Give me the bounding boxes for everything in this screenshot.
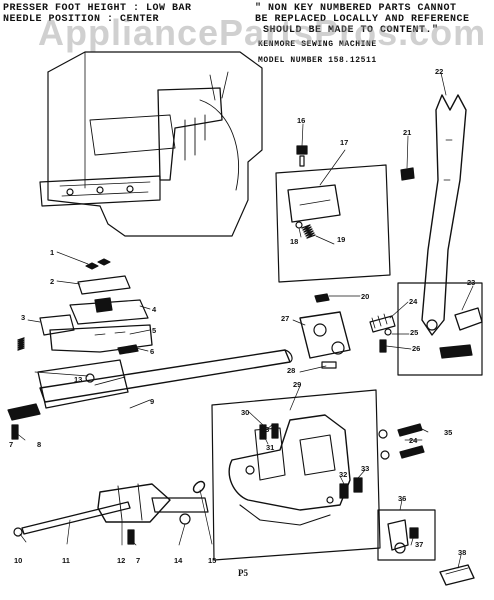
- callout-4: 4: [152, 305, 157, 314]
- callout-12: 12: [117, 556, 126, 565]
- callout-38: 38: [458, 548, 467, 557]
- callout-6: 6: [150, 347, 155, 356]
- callout-10: 10: [14, 556, 23, 565]
- callout-3: 3: [21, 313, 26, 322]
- callout-37: 37: [415, 540, 424, 549]
- callout-11: 11: [62, 556, 70, 565]
- presser-foot-assembly: [8, 259, 292, 439]
- callout-23: 23: [467, 278, 476, 287]
- machine-outline: [40, 52, 262, 236]
- needle-bar-assembly-box: [212, 390, 424, 560]
- notice-line-1: " NON KEY NUMBERED PARTS CANNOT: [255, 3, 457, 14]
- callout-21: 21: [403, 128, 412, 137]
- callout-16: 16: [297, 116, 306, 125]
- callout-35: 35: [444, 428, 453, 437]
- callout-36: 36: [398, 494, 407, 503]
- callout-17: 17: [340, 138, 349, 147]
- callout-31: 31: [266, 443, 275, 452]
- callout-18: 18: [290, 237, 299, 246]
- upper-mechanism: [300, 95, 482, 375]
- callout-7a: 7: [9, 440, 14, 449]
- callout-13: 13: [74, 375, 83, 384]
- callout-1: 1: [50, 248, 55, 257]
- machine-name: KENMORE SEWING MACHINE: [258, 40, 377, 49]
- callout-14: 14: [174, 556, 183, 565]
- presser-foot-box: [378, 510, 474, 585]
- notice-line-3: SHOULD BE MADE TO CONTENT.": [263, 25, 439, 36]
- callout-33a: 33: [261, 425, 270, 434]
- callout-33b: 33: [361, 464, 370, 473]
- callout-29: 29: [293, 380, 302, 389]
- callout-25: 25: [410, 328, 419, 337]
- notice-line-2: BE REPLACED LOCALLY AND REFERENCE: [255, 14, 470, 25]
- callout-22: 22: [435, 67, 444, 76]
- callout-32: 32: [339, 470, 348, 479]
- shaft-assembly: [14, 482, 208, 544]
- callout-9: 9: [150, 397, 155, 406]
- thread-guide-box: [276, 146, 390, 282]
- callout-20: 20: [361, 292, 370, 301]
- callout-7b: 7: [136, 556, 141, 565]
- leader-lines: [15, 73, 473, 568]
- callout-30: 30: [241, 408, 250, 417]
- callout-15: 15: [208, 556, 217, 565]
- callout-26: 26: [412, 344, 421, 353]
- needle-position-note: NEEDLE POSITION : CENTER: [3, 14, 160, 25]
- presser-foot-height-note: PRESSER FOOT HEIGHT : LOW BAR: [3, 3, 192, 14]
- callout-28: 28: [287, 366, 296, 375]
- callout-2: 2: [50, 277, 55, 286]
- callout-8: 8: [37, 440, 42, 449]
- callout-24a: 24: [409, 297, 418, 306]
- callout-19: 19: [337, 235, 346, 244]
- watermark: AppliancePartsPros.com: [38, 12, 487, 53]
- model-number: MODEL NUMBER 158.12511: [258, 56, 377, 65]
- callout-24b: 24: [409, 436, 418, 445]
- callout-27: 27: [281, 314, 290, 323]
- callout-5: 5: [152, 326, 157, 335]
- page-label: P5: [238, 568, 248, 578]
